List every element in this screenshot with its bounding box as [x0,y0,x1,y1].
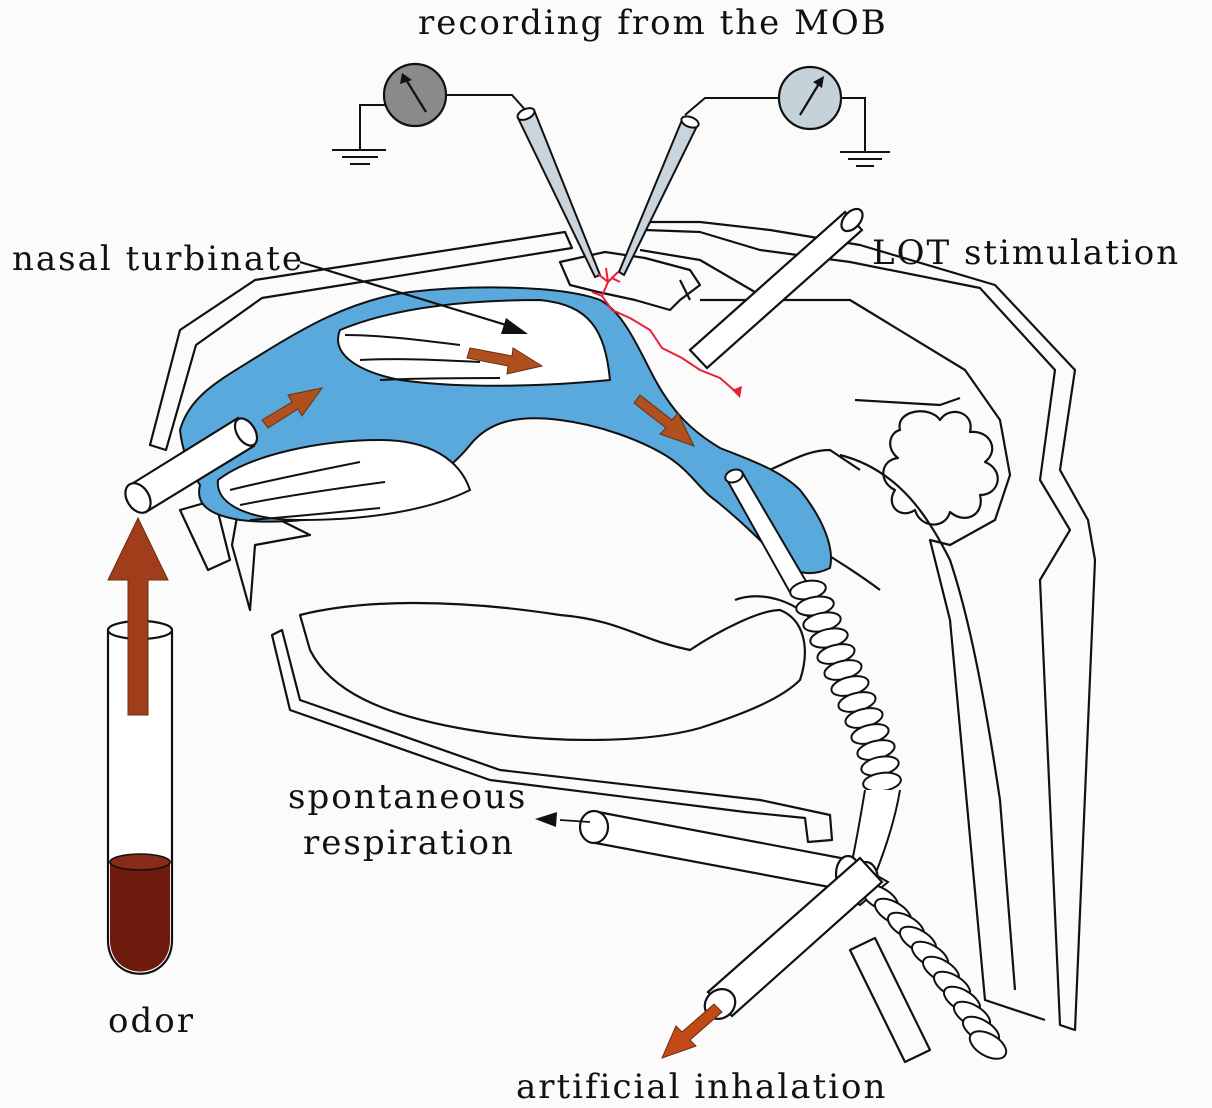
spontaneous-label: spontaneous [288,780,527,814]
recording-label: recording from the MOB [418,6,888,40]
odor-label: odor [108,1004,195,1038]
ground-symbol-right [840,152,890,166]
nasal-turbinate-label: nasal turbinate [12,242,304,276]
artificial-inhalation-tube [699,858,882,1025]
lot-stimulation-site [732,386,742,398]
artificial-inhalation-arrow [662,1004,722,1058]
lot-stimulation-label: LOT stimulation [872,236,1180,270]
respiration-label: respiration [303,826,515,860]
recording-pipette-right [619,114,700,275]
meter-right-icon [779,67,841,129]
lot-stimulation-electrode [690,205,867,368]
spontaneous-outflow-arrowhead [535,812,557,827]
artificial-inhalation-label: artificial inhalation [516,1070,887,1104]
meter-left-icon [384,64,446,126]
lower-ringed-tube [858,879,1011,1064]
ground-symbol-left [334,150,386,164]
